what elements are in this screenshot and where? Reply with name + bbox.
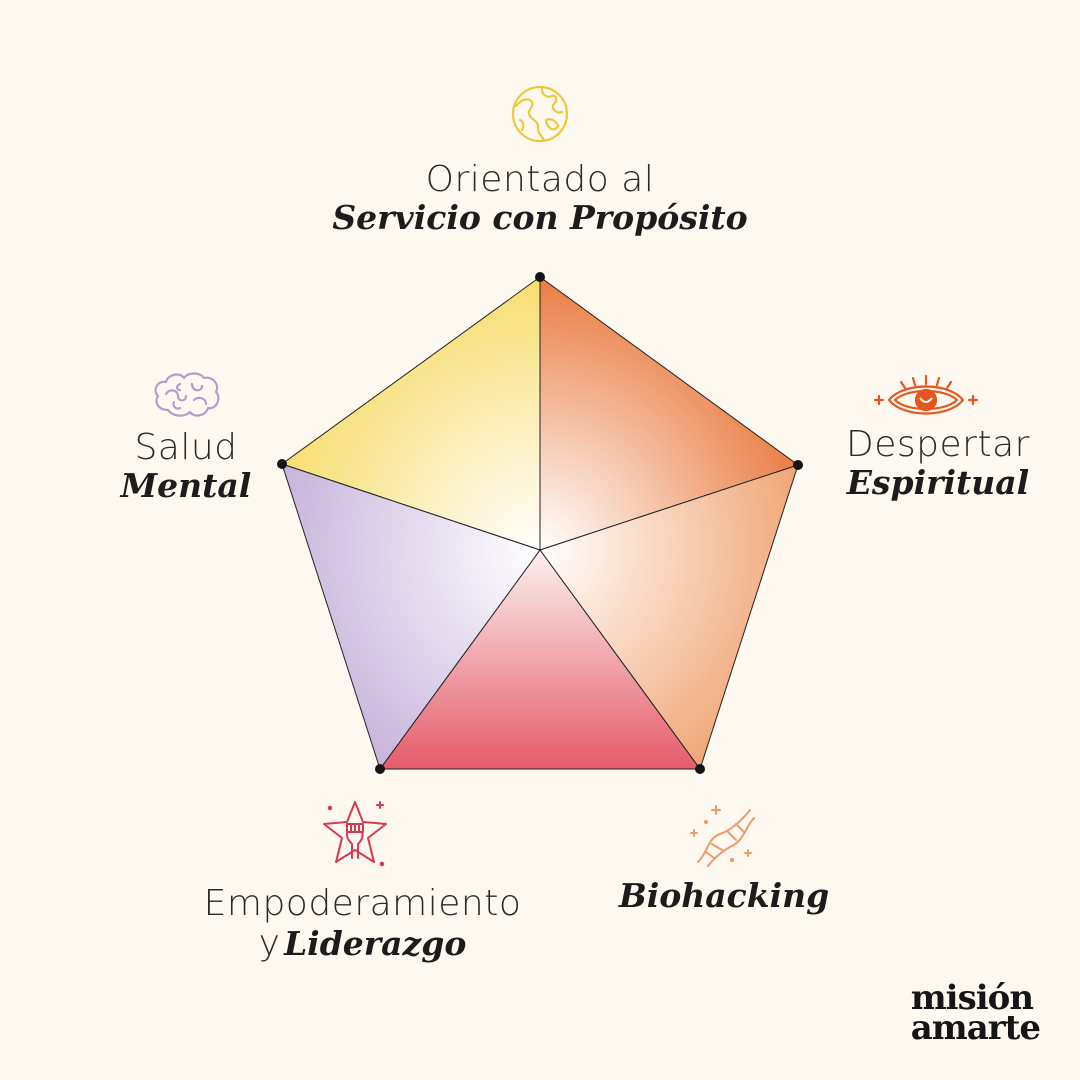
bottom-left-label-line2: Liderazgo — [283, 924, 467, 964]
top-label-line2: Servicio con Propósito — [332, 198, 748, 238]
bottom-left-label-line1: Empoderamiento — [203, 883, 522, 924]
label-top: Orientado al Servicio con Propósito — [290, 159, 790, 238]
left-label-line2: Mental — [120, 466, 252, 506]
logo-line2: amarte — [910, 1008, 1041, 1049]
globe-icon — [511, 85, 569, 143]
dna-icon — [690, 805, 755, 867]
eye-icon — [873, 374, 979, 415]
label-left: Salud Mental — [86, 427, 286, 506]
brand-logo: misión amarte — [910, 978, 1041, 1049]
label-right: Despertar Espiritual — [818, 424, 1058, 503]
logo-line1: misión — [910, 978, 1034, 1019]
vertex-bottom-left — [375, 764, 385, 774]
left-label-line1: Salud — [134, 427, 238, 468]
bottom-right-label-line2: Biohacking — [618, 876, 830, 915]
label-bottom-right: Biohacking — [604, 876, 844, 915]
vertex-top — [535, 272, 545, 282]
label-bottom-left: Empoderamiento y Liderazgo — [190, 883, 535, 965]
vertex-right — [793, 460, 803, 470]
brain-icon — [154, 372, 220, 417]
right-label-line1: Despertar — [846, 424, 1030, 465]
bottom-left-label-prefix: y — [258, 923, 280, 965]
segment-left — [281, 463, 541, 771]
top-label-line1: Orientado al — [425, 159, 655, 200]
vertex-left — [277, 459, 287, 469]
right-label-line2: Espiritual — [846, 463, 1030, 503]
vertex-bottom-right — [695, 764, 705, 774]
raised-fist-icon — [323, 801, 387, 867]
